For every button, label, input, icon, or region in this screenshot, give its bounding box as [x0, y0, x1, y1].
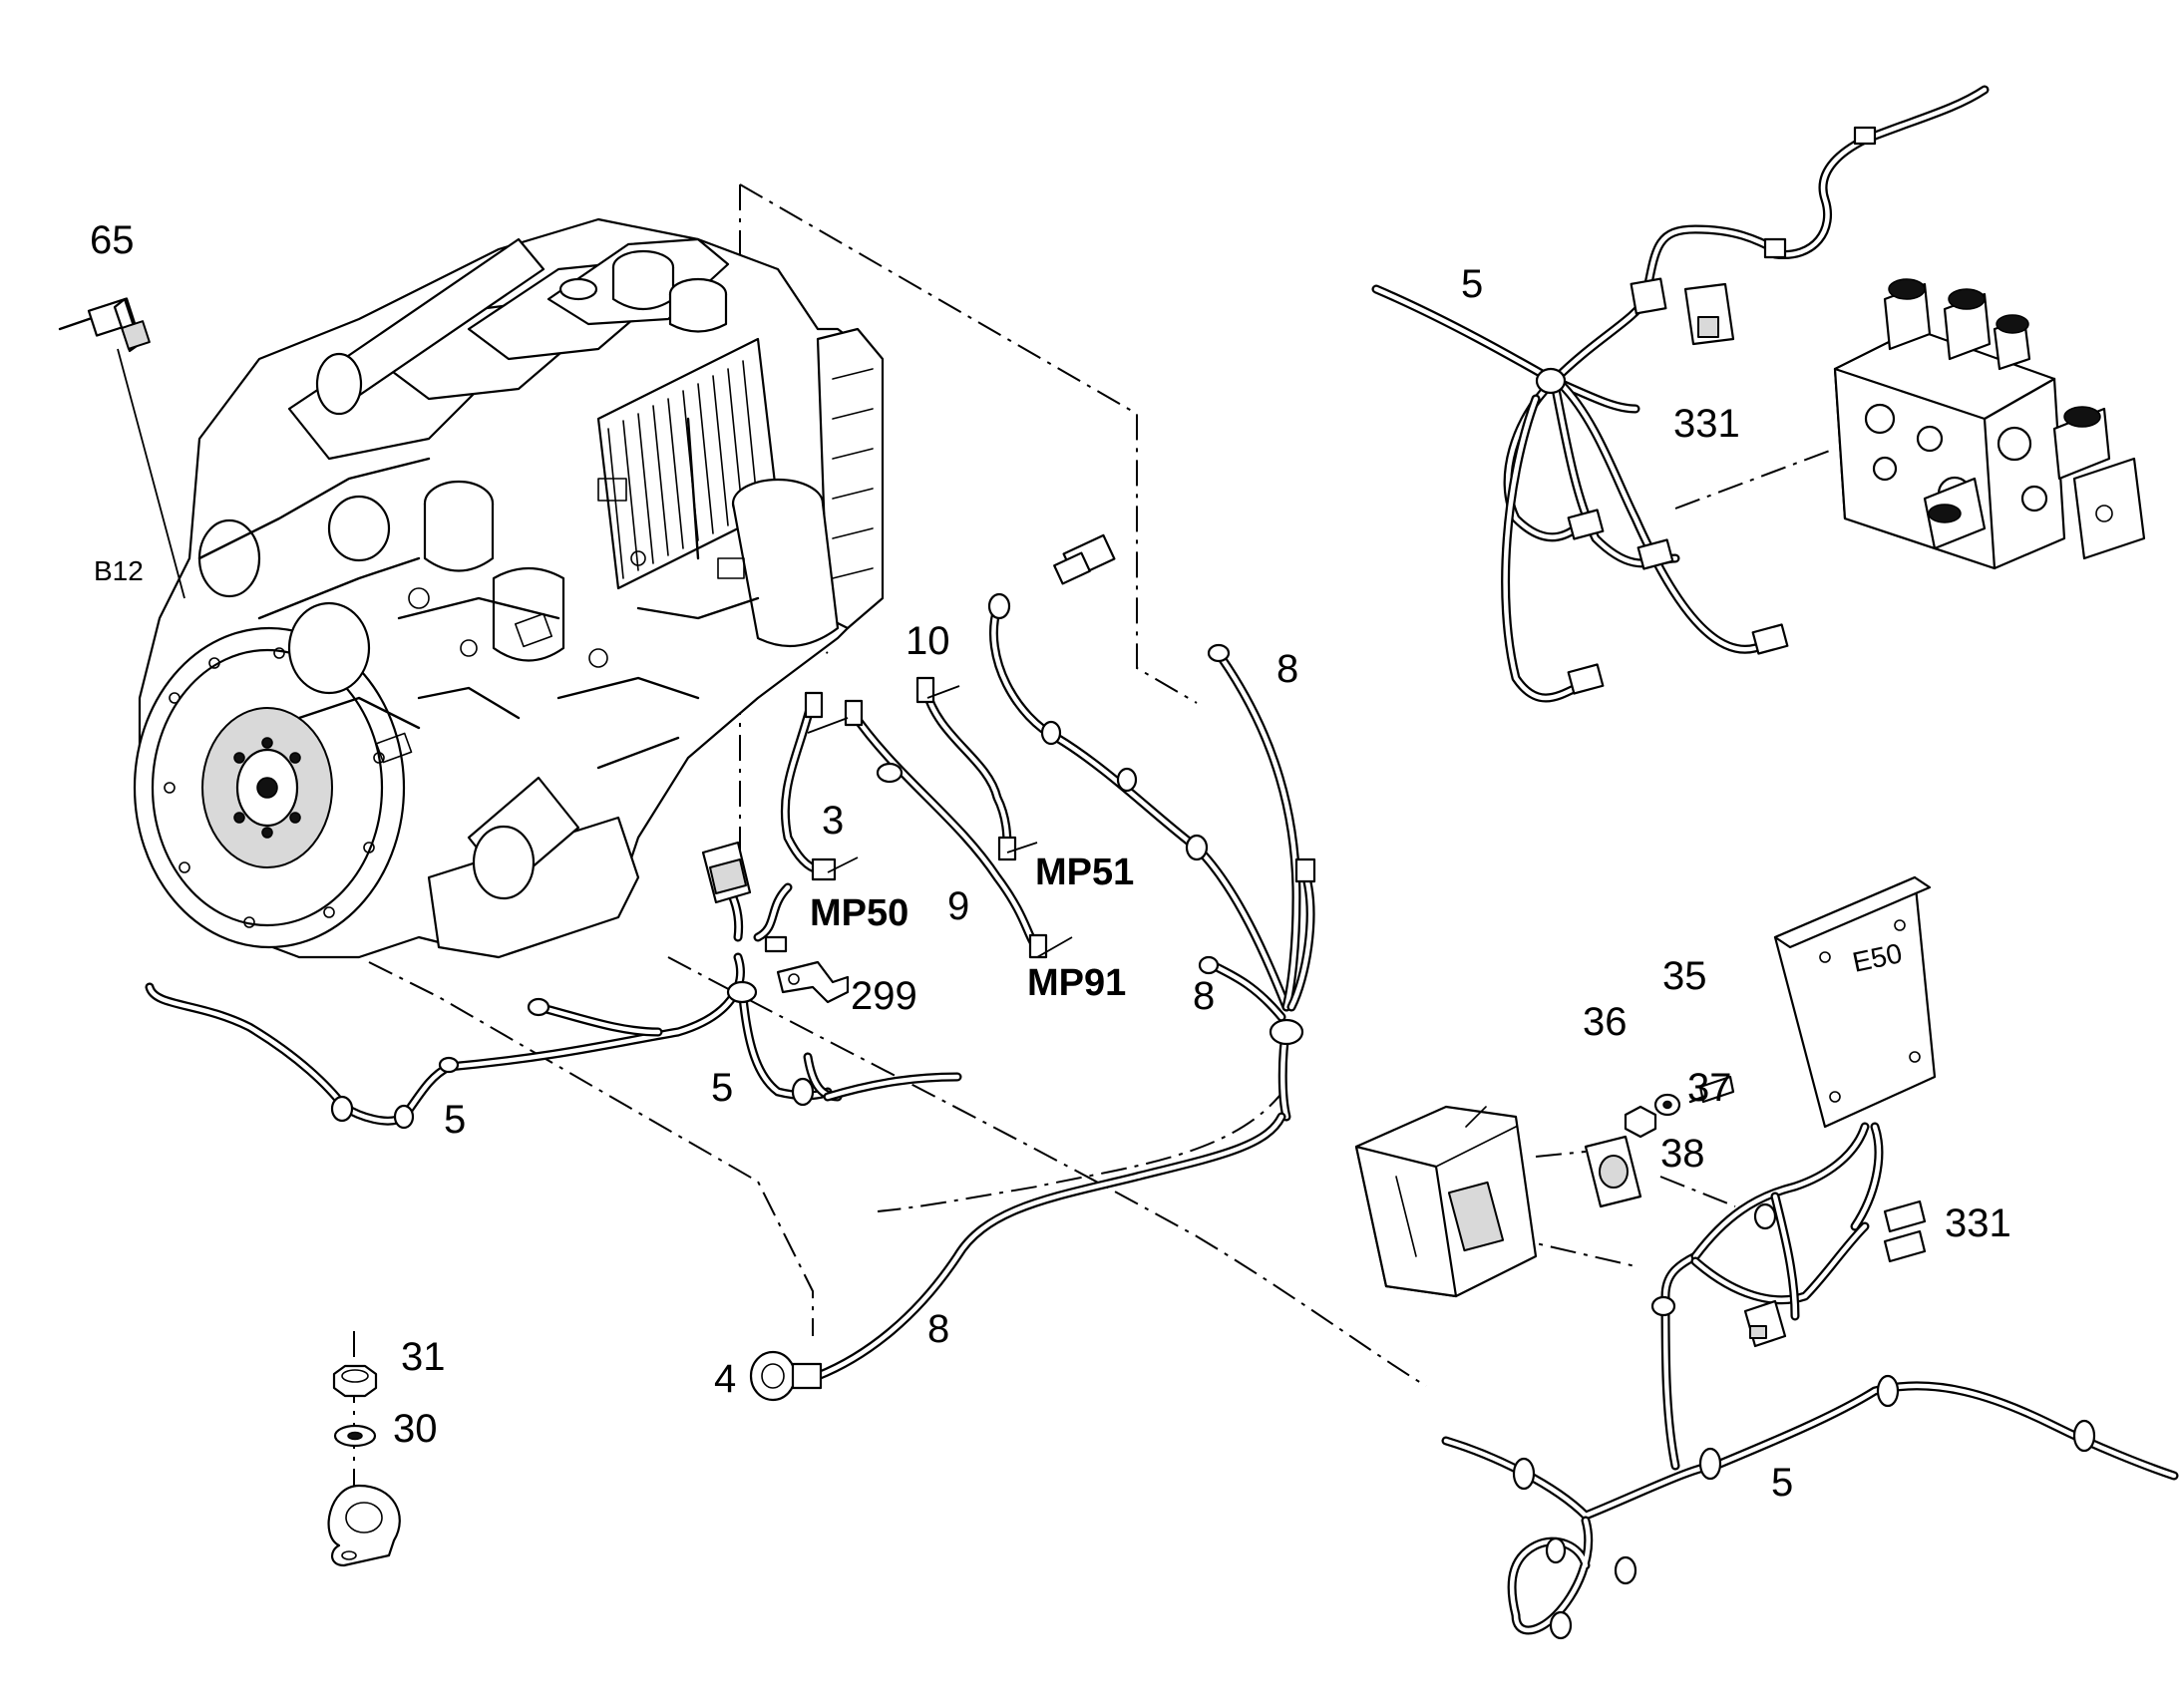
- engine-assembly: [133, 217, 885, 959]
- parts-35-38: [1584, 1075, 1735, 1208]
- label-30: 30: [393, 1407, 438, 1451]
- label-331-top: 331: [1673, 402, 1740, 446]
- control-module-e50: E50: [1773, 875, 1937, 1129]
- label-35: 35: [1662, 954, 1707, 998]
- mounting-bracket: [1354, 1105, 1538, 1298]
- label-5-top: 5: [1461, 262, 1483, 306]
- sensor-65: [58, 297, 185, 599]
- callout-labels: 65 B12 5 331 10 8 3 MP51 MP50 9 MP91 299…: [90, 218, 2011, 1505]
- harness-8-upper: [987, 533, 1316, 1122]
- harness-5-left: [145, 841, 962, 1130]
- label-299: 299: [851, 974, 917, 1018]
- harness-5-lower-right: [1441, 1122, 2179, 1640]
- label-5-mid: 5: [711, 1066, 733, 1110]
- label-36: 36: [1583, 1000, 1628, 1044]
- label-38: 38: [1660, 1132, 1705, 1176]
- label-65: 65: [90, 218, 135, 262]
- label-b12: B12: [94, 555, 144, 586]
- label-5-left: 5: [444, 1098, 466, 1142]
- label-10: 10: [906, 619, 950, 663]
- label-mp50: MP50: [810, 892, 908, 934]
- label-mp51: MP51: [1035, 852, 1134, 893]
- label-3: 3: [822, 799, 844, 843]
- label-9: 9: [947, 884, 969, 928]
- label-5-bottom: 5: [1771, 1461, 1793, 1505]
- valve-block: [1833, 278, 2146, 570]
- label-31: 31: [401, 1335, 446, 1379]
- label-4: 4: [714, 1357, 736, 1401]
- label-37: 37: [1687, 1066, 1732, 1110]
- battery-cables: [780, 676, 1073, 959]
- hardware-stack: [327, 1331, 401, 1567]
- harness-5-top-right: [1371, 85, 1990, 703]
- label-mp91: MP91: [1027, 962, 1126, 1004]
- label-8-lower: 8: [927, 1307, 949, 1351]
- label-331-bottom: 331: [1945, 1201, 2011, 1245]
- label-8-upper: 8: [1276, 647, 1298, 691]
- harness-8-lower: [749, 1112, 1286, 1402]
- label-8-mid: 8: [1193, 974, 1215, 1018]
